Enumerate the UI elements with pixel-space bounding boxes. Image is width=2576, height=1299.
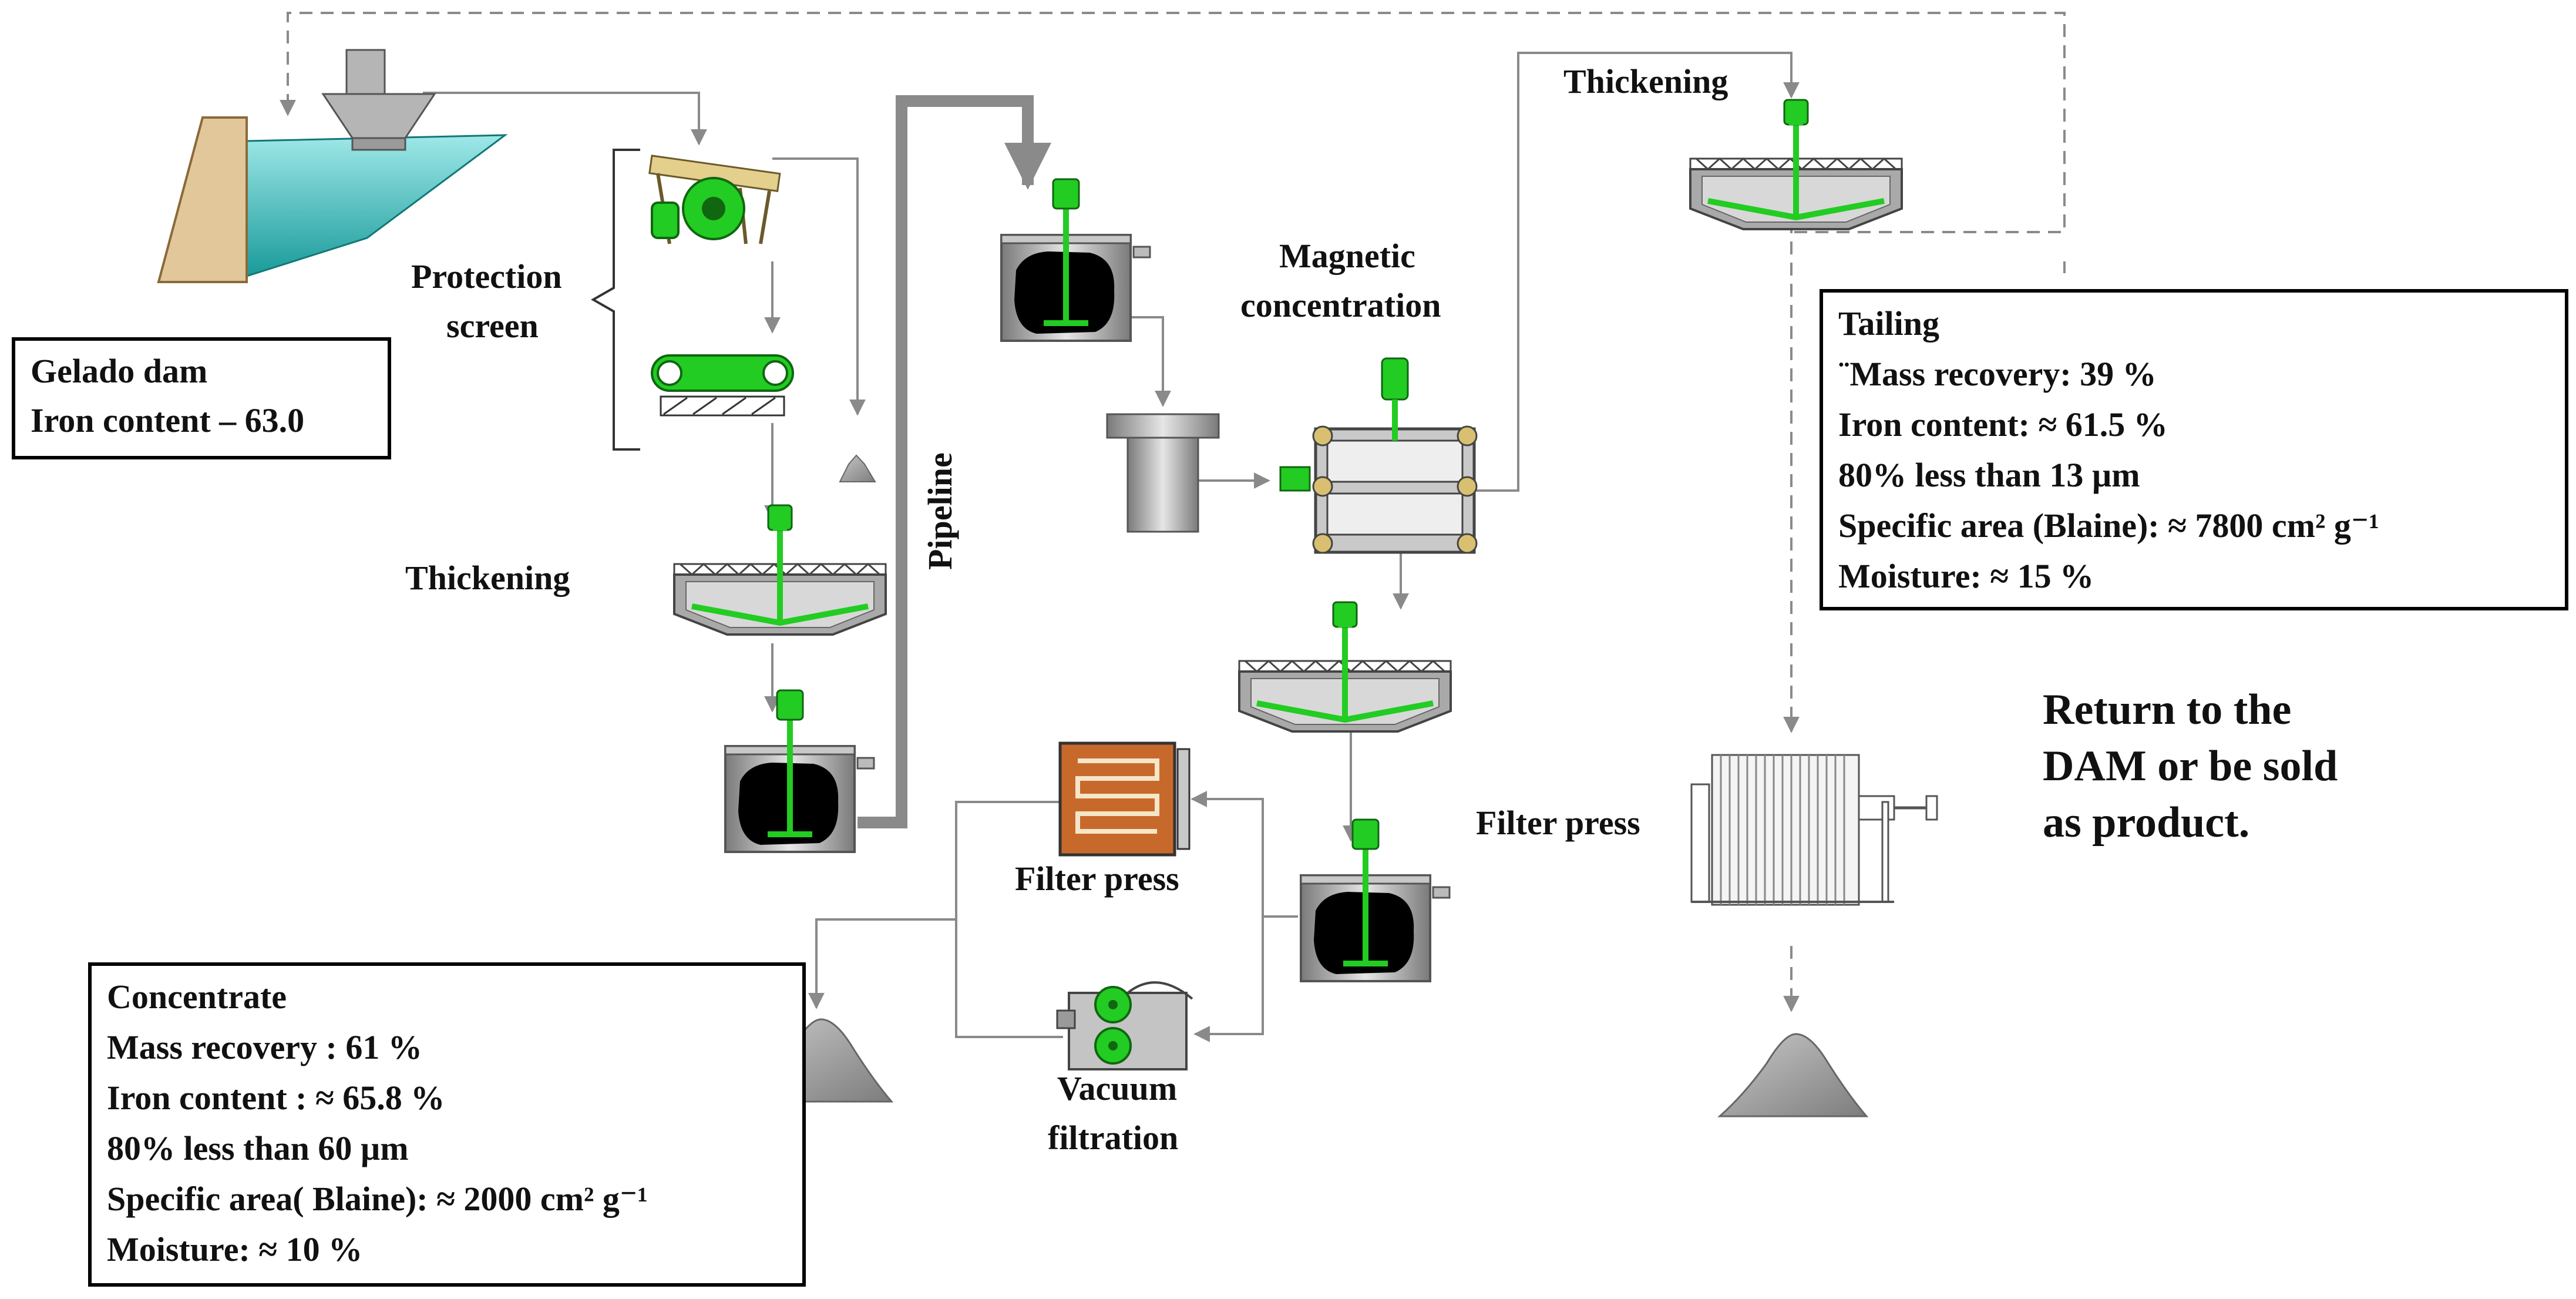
return-note-line-1: Return to the — [2043, 686, 2292, 734]
gelado-dam-info-box: Gelado dam Iron content – 63.0 — [12, 337, 391, 459]
agitated-tank-1 — [725, 690, 874, 852]
tailing-moisture: Moisture: ≈ 15 % — [1838, 557, 2094, 595]
tailing-specific-area: Specific area (Blaine): ≈ 7800 cm² g⁻¹ — [1838, 506, 2379, 545]
plate-filter-press — [1690, 754, 1938, 906]
concentrate-iron-content: Iron content : ≈ 65.8 % — [107, 1079, 445, 1117]
filter-press-orange — [1058, 741, 1191, 857]
screen-bypass-line — [772, 157, 866, 416]
recycle-dashed-loop — [280, 12, 2066, 233]
belt-conveyor — [651, 354, 794, 417]
concentrate-info-box: Concentrate Mass recovery : 61 % Iron co… — [88, 962, 806, 1287]
agitated-tank-3 — [1301, 820, 1450, 981]
thickener-1 — [674, 505, 886, 635]
protection-screen-label: Protection screen — [411, 257, 570, 345]
agitated-tank-2 — [1001, 179, 1150, 341]
protection-screen-bracket — [590, 149, 640, 451]
vacuum-filtration-label: Vacuum filtration — [1048, 1069, 1186, 1157]
return-note-line-3: as product. — [2043, 798, 2250, 847]
thickening-label-2: Thickening — [1563, 62, 1728, 100]
filter-press-label-1: Filter press — [1015, 860, 1179, 898]
cyclone-feed-box — [1106, 413, 1220, 533]
oversize-pile — [839, 454, 876, 482]
return-to-dam-note: Return to the DAM or be sold as product. — [2043, 682, 2338, 851]
tailing-info-box: Tailing ¨Mass recovery: 39 % Iron conten… — [1820, 289, 2568, 610]
feed-hopper — [321, 49, 436, 151]
tailing-particle-size: 80% less than 13 µm — [1838, 456, 2140, 494]
dam-iron-content: Iron content – 63.0 — [31, 401, 305, 439]
vacuum-to-pile-line — [955, 919, 1063, 1038]
tank3-to-filters-line — [1191, 791, 1298, 918]
gelado-dam — [157, 116, 508, 283]
concentrate-title: Concentrate — [107, 978, 287, 1016]
tailing-title: Tailing — [1838, 304, 1939, 343]
filter-press-label-2: Filter press — [1476, 804, 1640, 842]
thickener-3 — [1239, 602, 1451, 731]
thickener-2 — [1690, 100, 1902, 229]
hopper-to-screen-line — [423, 92, 707, 146]
dam-title: Gelado dam — [31, 352, 208, 390]
vibrating-screen — [648, 155, 781, 244]
flow-lines — [280, 12, 2066, 1042]
tank3-to-vacuum-line — [1193, 917, 1264, 1042]
magnetic-concentration-label: Magnetic concentration — [1240, 237, 1441, 324]
pipeline-line — [857, 95, 1051, 828]
concentrate-moisture: Moisture: ≈ 10 % — [107, 1230, 363, 1268]
separator-to-thickener2-line — [1474, 52, 1800, 492]
vacuum-filter — [1056, 981, 1193, 1070]
pipeline-label: Pipeline — [921, 452, 959, 570]
concentrate-specific-area: Specific area( Blaine): ≈ 2000 cm² g⁻¹ — [107, 1180, 648, 1218]
thickening-label-1: Thickening — [405, 559, 570, 597]
tailing-pile — [1719, 1033, 1868, 1117]
concentrate-mass-recovery: Mass recovery : 61 % — [107, 1028, 422, 1066]
concentrate-particle-size: 80% less than 60 µm — [107, 1129, 409, 1167]
return-note-line-2: DAM or be sold — [2043, 742, 2338, 790]
tailing-mass-recovery: ¨Mass recovery: 39 % — [1838, 355, 2157, 393]
tailing-iron-content: Iron content: ≈ 61.5 % — [1838, 405, 2168, 444]
magnetic-separator — [1279, 357, 1478, 554]
